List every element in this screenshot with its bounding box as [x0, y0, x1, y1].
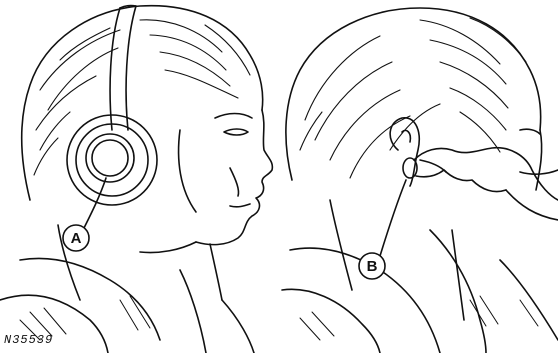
right-head-outline: [286, 8, 541, 180]
left-collar: [20, 258, 160, 340]
figure-id-label: N35539: [4, 333, 53, 347]
left-cheek: [179, 130, 196, 212]
left-panel-earmuff-wearer: [0, 6, 272, 353]
callout-a-label: A: [71, 230, 82, 247]
left-eyebrow: [215, 114, 252, 119]
headband: [110, 8, 120, 130]
right-hair-strokes: [300, 18, 526, 178]
right-shirt-right: [500, 260, 558, 340]
left-collar-right: [180, 270, 206, 353]
right-fingers: [416, 170, 506, 192]
left-neck-front: [210, 244, 222, 300]
callout-b-leader: [380, 180, 406, 256]
right-collar-front: [430, 230, 486, 353]
earcup-cushion: [86, 134, 134, 182]
headband-inner: [126, 6, 136, 130]
left-jaw: [140, 242, 196, 253]
right-panel-earplug-wearer: [282, 8, 558, 353]
callout-b-label: B: [367, 258, 378, 275]
right-eye-corner: [520, 129, 540, 134]
earcup-center: [92, 140, 128, 176]
right-thumb: [420, 160, 446, 172]
right-neck-back: [330, 200, 352, 290]
left-nasal-line: [230, 168, 239, 196]
left-shirt-right: [222, 300, 254, 353]
left-hair-strokes: [34, 20, 250, 175]
left-eye: [224, 129, 248, 135]
left-mouth: [230, 204, 250, 207]
right-shirt-left: [282, 289, 380, 353]
